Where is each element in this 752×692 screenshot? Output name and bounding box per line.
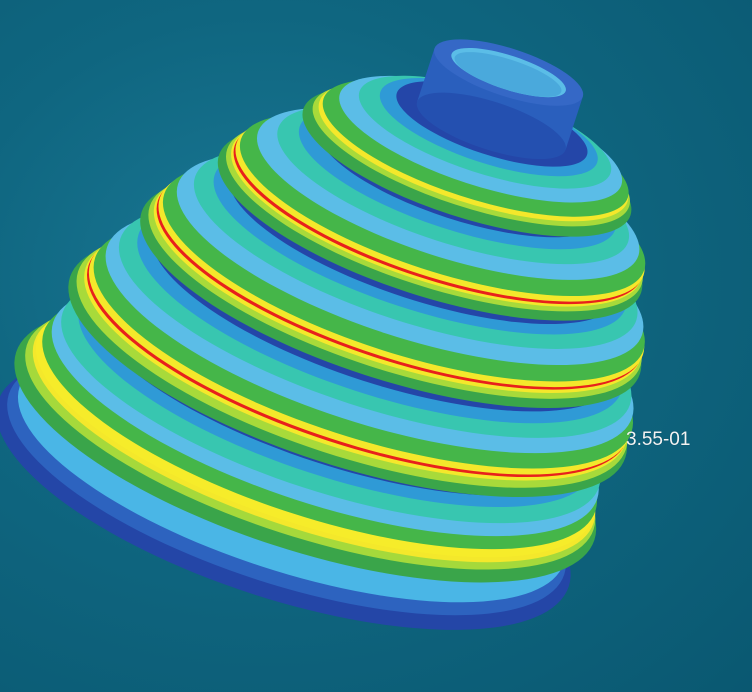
- neck-collar-bottom: [416, 92, 566, 160]
- neck-opening-inner: [454, 52, 562, 97]
- probe-value-label: 3.55-01: [626, 429, 691, 450]
- bellows-boot-model: [0, 39, 646, 630]
